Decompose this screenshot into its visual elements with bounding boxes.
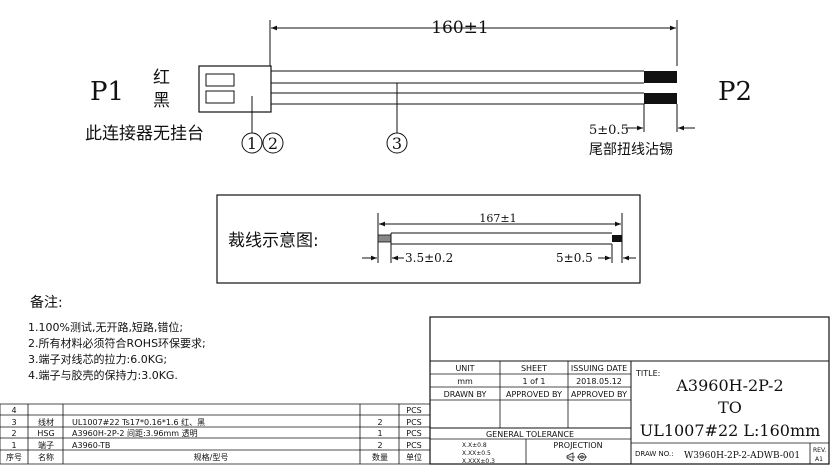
title-line: UL1007#22 L:160mm — [640, 421, 821, 440]
cut-detail-label: 裁线示意图: — [228, 231, 319, 251]
bom-row-2-name: HSG — [37, 429, 54, 438]
tolerance-value: X.X±0.8 — [462, 442, 487, 449]
draw-no-label: DRAW NO.: — [635, 450, 674, 458]
bom-row-1-name: 端子 — [38, 440, 54, 450]
bom-header-spec: 规格/型号 — [194, 452, 229, 462]
connector-cavity-bottom — [205, 90, 235, 104]
balloon-2 — [262, 132, 284, 154]
balloon-2-number: 2 — [268, 134, 278, 153]
sheet-value: 1 of 1 — [523, 377, 546, 386]
rev-label: REV. — [813, 447, 826, 454]
bom-table — [0, 403, 431, 465]
bom-header-name: 名称 — [38, 452, 54, 462]
bom-row-2-qty: 1 — [377, 429, 382, 438]
approved-by-label: APPROVED BY — [571, 390, 627, 399]
stripped-end-black — [644, 93, 677, 104]
bom-row-3-unit: PCS — [406, 418, 422, 427]
projection-label: PROJECTION — [553, 441, 602, 450]
bom-header-qty: 数量 — [372, 452, 388, 462]
connector-housing — [198, 65, 272, 113]
drawn-by-label: DRAWN BY — [444, 390, 487, 399]
bom-row-3-spec: UL1007#22 Ts17*0.16*1.6 红、黑 — [72, 417, 205, 427]
title-label: TITLE: — [635, 369, 660, 378]
bom-row-3-name: 线材 — [38, 417, 54, 427]
balloon-1-number: 1 — [247, 134, 257, 153]
tolerance-value: X.XXX±0.3 — [462, 458, 495, 465]
title-block-text: UNIT SHEET ISSUING DATE mm 1 of 1 2018.0… — [444, 364, 827, 465]
title-block-frame — [429, 316, 830, 465]
note-item: 4.端子与胶壳的保持力:3.0KG. — [28, 368, 178, 382]
bom-text: 4 PCS 3 线材 UL1007#22 Ts17*0.16*1.6 红、黑 2… — [6, 406, 422, 462]
bom-row-1-qty: 2 — [377, 441, 382, 450]
connector-cavity-top — [205, 73, 235, 87]
right-strip-value: 5±0.5 — [556, 251, 593, 265]
tolerance-value: X.XX±0.5 — [462, 450, 491, 457]
bom-header-index: 序号 — [6, 452, 22, 462]
issuing-date-label: ISSUING DATE — [571, 364, 627, 373]
issuing-date-value: 2018.05.12 — [576, 377, 622, 386]
unit-label: UNIT — [455, 364, 474, 373]
bom-row-2-spec: A3960H-2P-2 间距:3.96mm 透明 — [72, 429, 198, 438]
note-item: 2.所有材料必须符合ROHS环保要求; — [28, 336, 206, 350]
cut-wire-strand-right — [612, 235, 622, 242]
bom-row-4-index: 4 — [11, 406, 16, 415]
balloon-3 — [386, 132, 408, 154]
wire-assembly-view: 160±1 P1 P2 红 黑 1 2 3 此连接器无挂台 5± — [85, 18, 752, 158]
unit-value: mm — [457, 377, 473, 386]
note-item: 1.100%测试,无开路,短路,错位; — [28, 320, 183, 334]
strip-length-value: 5±0.5 — [589, 123, 629, 138]
wire-color-red-label: 红 — [153, 68, 170, 88]
left-strip-value: 3.5±0.2 — [405, 251, 453, 265]
end-label-p2: P2 — [718, 77, 752, 107]
cut-wire-strand-left — [377, 234, 392, 243]
title-line: A3960H-2P-2 — [675, 376, 783, 395]
bom-row-4-unit: PCS — [406, 406, 422, 415]
notes-section: 备注: 1.100%测试,无开路,短路,错位; 2.所有材料必须符合ROHS环保… — [28, 294, 206, 382]
note-item: 3.端子对线芯的拉力:6.0KG; — [28, 352, 167, 366]
cut-length-value: 167±1 — [479, 212, 516, 225]
bom-row-2-unit: PCS — [406, 429, 422, 438]
balloon-3-number: 3 — [392, 134, 402, 153]
cut-detail-frame — [216, 194, 641, 284]
approved-by-label: APPROVED BY — [506, 390, 562, 399]
cut-detail-view: 裁线示意图: 167±1 3.5±0.2 5±0.5 — [216, 194, 641, 284]
bom-row-3-qty: 2 — [377, 418, 382, 427]
sheet-label: SHEET — [521, 364, 547, 373]
bom-row-1-unit: PCS — [406, 441, 422, 450]
bom-row-2-index: 2 — [11, 429, 16, 438]
general-tolerance-label: GENERAL TOLERANCE — [486, 430, 574, 439]
bom-row-1-index: 1 — [11, 441, 16, 450]
rev-value: A1 — [815, 456, 823, 463]
dim-overall-length: 160±1 — [431, 18, 489, 38]
bom-header-unit: 单位 — [406, 452, 422, 462]
bom-row-1-spec: A3960-TB — [72, 441, 110, 450]
bom-row-3-index: 3 — [11, 418, 16, 427]
wire-color-black-label: 黑 — [153, 91, 170, 111]
stripped-end-red — [644, 71, 677, 83]
connector-note: 此连接器无挂台 — [85, 124, 204, 144]
projection-symbol-icon — [566, 452, 587, 462]
balloon-1 — [241, 132, 263, 154]
draw-no-value: W3960H-2P-2-ADWB-001 — [684, 451, 800, 461]
strip-note: 尾部扭线沾锡 — [589, 142, 673, 158]
end-label-p1: P1 — [90, 77, 124, 107]
title-line: TO — [718, 398, 742, 417]
notes-heading: 备注: — [30, 294, 63, 311]
